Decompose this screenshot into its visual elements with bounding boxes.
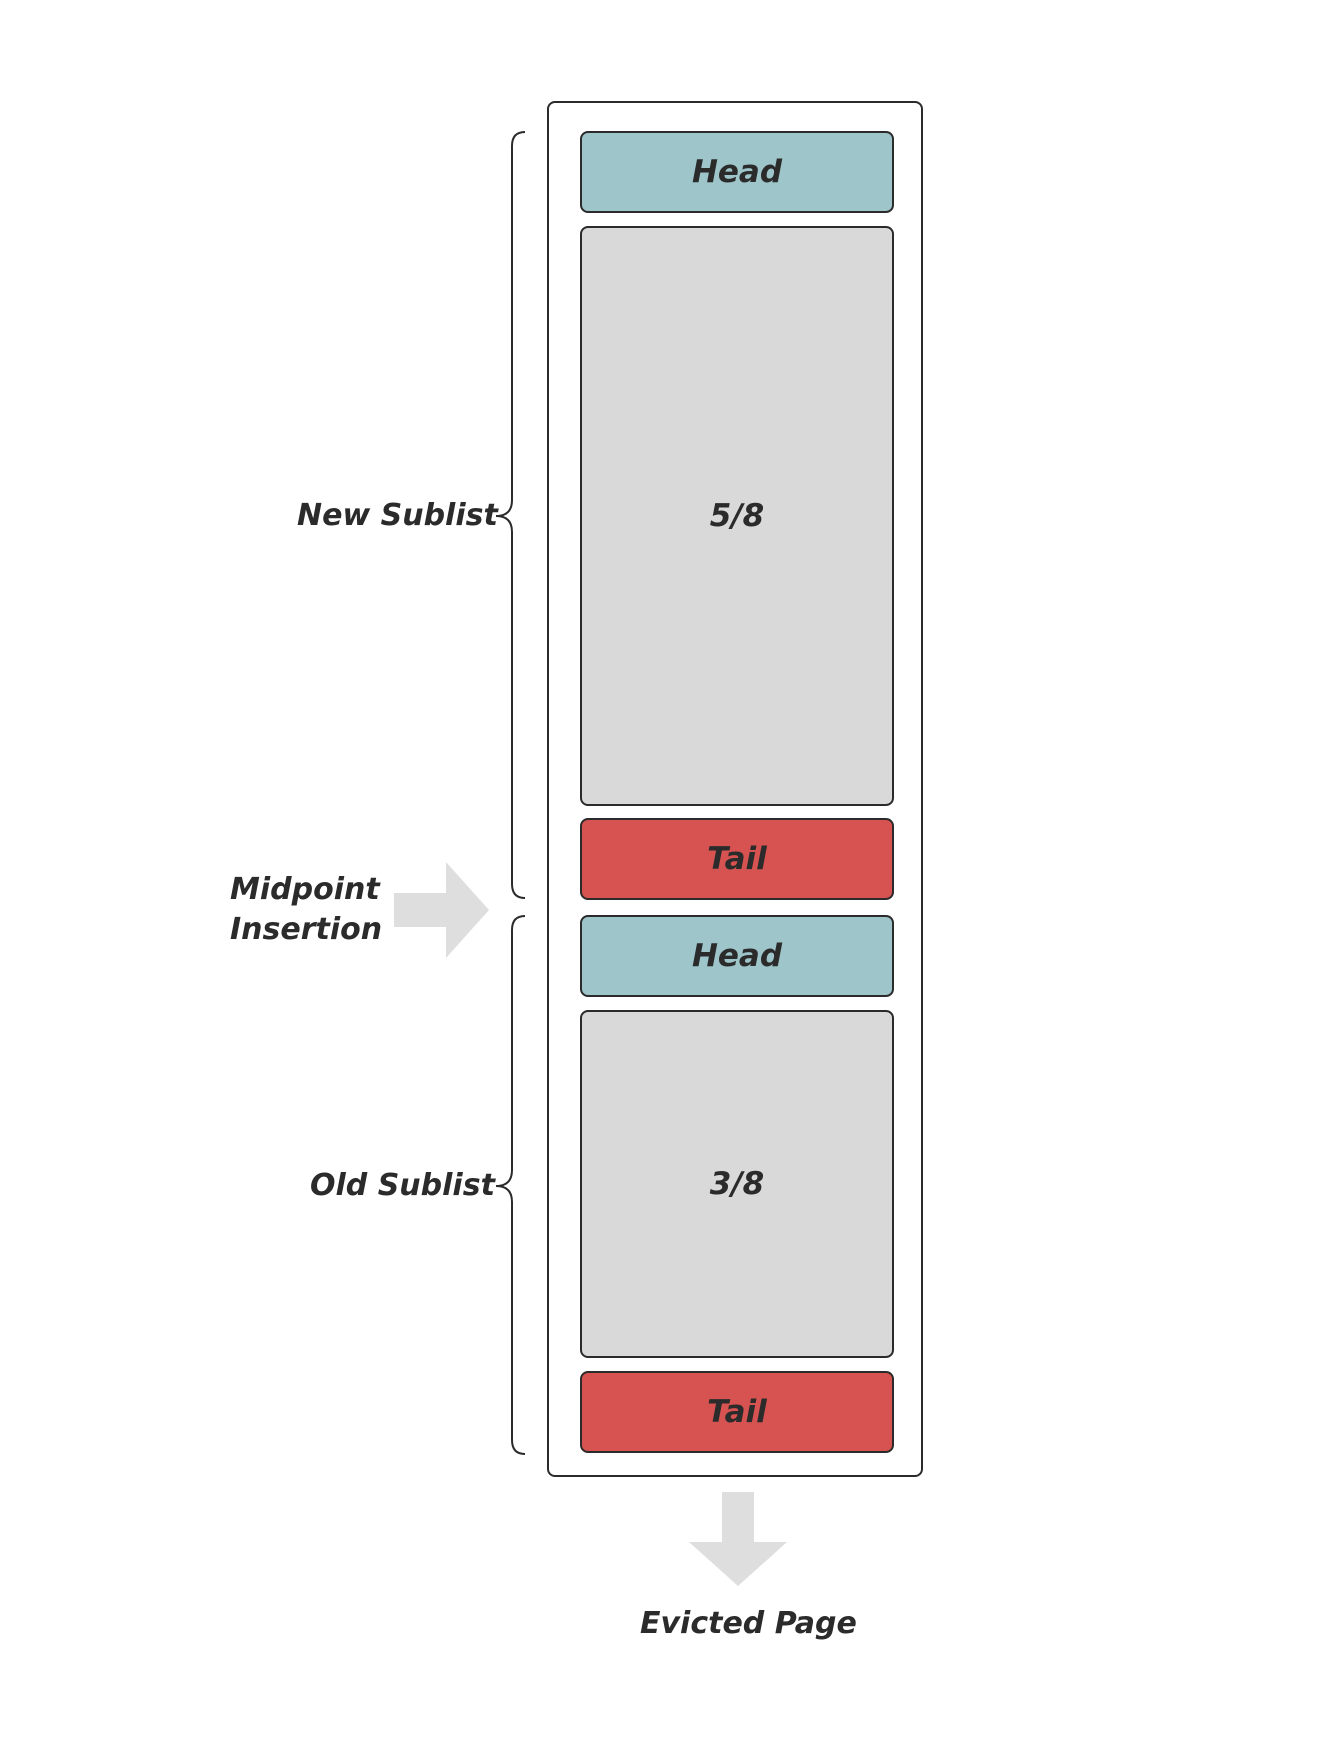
midpoint-insertion-label: Midpoint Insertion xyxy=(230,870,382,950)
midpoint-arrow xyxy=(394,862,489,958)
midpoint-label-line1: Midpoint xyxy=(230,872,380,907)
new-tail-label: Tail xyxy=(707,841,767,877)
old-sublist-body: 3/8 xyxy=(580,1010,894,1358)
new-body-label: 5/8 xyxy=(709,498,765,534)
new-sublist-body: 5/8 xyxy=(580,226,894,806)
old-body-label: 3/8 xyxy=(709,1166,765,1202)
new-sublist-tail: Tail xyxy=(580,818,894,900)
new-sublist-brace xyxy=(495,131,526,899)
old-sublist-tail: Tail xyxy=(580,1371,894,1453)
old-head-label: Head xyxy=(691,938,783,974)
new-head-label: Head xyxy=(691,154,783,190)
old-sublist-label: Old Sublist xyxy=(310,1168,495,1203)
old-tail-label: Tail xyxy=(707,1394,767,1430)
old-sublist-brace xyxy=(495,915,526,1455)
new-sublist-label: New Sublist xyxy=(297,498,498,533)
evicted-arrow xyxy=(689,1492,787,1586)
new-sublist-head: Head xyxy=(580,131,894,213)
evicted-page-label: Evicted Page xyxy=(640,1606,857,1641)
old-sublist-head: Head xyxy=(580,915,894,997)
midpoint-label-line2: Insertion xyxy=(230,912,383,947)
